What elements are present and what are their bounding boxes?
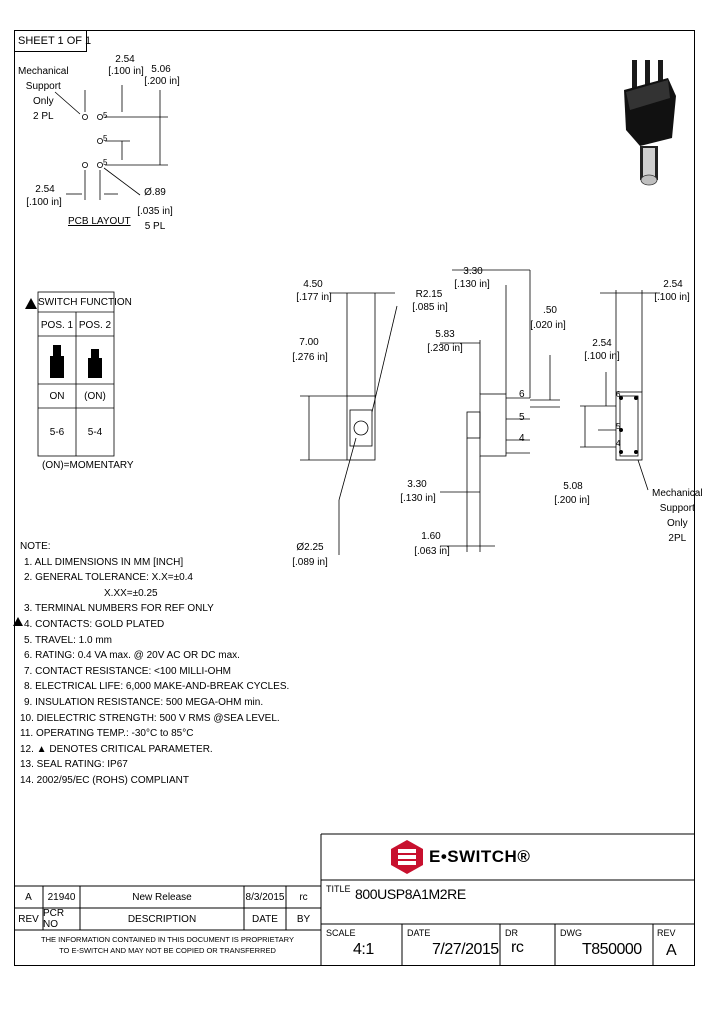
scale-value: 4:1 bbox=[353, 941, 374, 958]
side-e-in: [.130 in] bbox=[400, 493, 436, 504]
proprietary-line-2: TO E-SWITCH AND MAY NOT BE COPIED OR TRA… bbox=[59, 946, 276, 955]
title-value: 800USP8A1M2RE bbox=[355, 886, 466, 902]
pcb-hole-dia: Ø.89 bbox=[144, 187, 166, 198]
front-height-in: [.276 in] bbox=[292, 352, 328, 363]
right-pin-4: 4 bbox=[616, 439, 621, 448]
brand-wordmark: E•SWITCH® bbox=[429, 847, 531, 866]
pcb-hole-dia-in: [.035 in] bbox=[137, 206, 173, 217]
note-item: 13. SEAL RATING: IP67 bbox=[20, 759, 128, 771]
notes-heading: NOTE: bbox=[20, 541, 51, 552]
note-item: 1. ALL DIMENSIONS IN MM [INCH] bbox=[24, 556, 184, 568]
title-label: TITLE bbox=[326, 884, 351, 894]
date-label: DATE bbox=[407, 928, 431, 938]
pcb-pin-number: 5 bbox=[103, 134, 108, 143]
side-c-in: [.020 in] bbox=[530, 320, 566, 331]
note-item: X.XX=±0.25 bbox=[104, 587, 158, 599]
pcr-cell: 21940 bbox=[47, 891, 76, 903]
pcb-mechanical-support-label: Mechanical Support Only 2 PL bbox=[18, 66, 69, 122]
notes-block: NOTE: 1. ALL DIMENSIONS IN MM [INCH] 2. … bbox=[20, 539, 289, 789]
switch-pos2-contacts: 5-4 bbox=[87, 427, 103, 438]
side-pin-4: 4 bbox=[519, 433, 525, 444]
side-e-mm: 3.30 bbox=[407, 479, 427, 490]
description-cell: New Release bbox=[132, 891, 192, 903]
note-item: 12. ▲ DENOTES CRITICAL PARAMETER. bbox=[20, 743, 213, 755]
note-item: 3. TERMINAL NUMBERS FOR REF ONLY bbox=[24, 603, 214, 615]
note-item: 11. OPERATING TEMP.: -30°C to 85°C bbox=[20, 728, 194, 740]
pcb-hole-count: 5 PL bbox=[144, 221, 166, 232]
side-pin-6: 6 bbox=[519, 389, 525, 400]
by-cell: rc bbox=[299, 891, 308, 903]
right-j-mm: 5.08 bbox=[563, 481, 583, 492]
right-pin-5: 5 bbox=[616, 422, 621, 431]
side-a-in: [.130 in] bbox=[454, 279, 490, 290]
side-b-mm: 5.83 bbox=[435, 329, 455, 340]
scale-label: SCALE bbox=[326, 928, 356, 938]
switch-pos1-contacts: 5-6 bbox=[49, 427, 65, 438]
switch-function-footnote: (ON)=MOMENTARY bbox=[42, 460, 134, 471]
description-header: DESCRIPTION bbox=[127, 913, 197, 925]
front-dia-mm: Ø2.25 bbox=[296, 542, 324, 553]
right-j-in: [.200 in] bbox=[554, 495, 590, 506]
front-width-mm: 4.50 bbox=[303, 279, 323, 290]
note-item: 4. CONTACTS: GOLD PLATED bbox=[24, 618, 165, 630]
rev-header: REV bbox=[18, 913, 39, 925]
right-g-in: [.100 in] bbox=[654, 292, 690, 303]
pcb-span-mm: 5.06 bbox=[151, 64, 171, 75]
drawing-sheet bbox=[14, 30, 695, 966]
front-radius-mm: R2.15 bbox=[415, 289, 443, 300]
pcb-layout-label: PCB LAYOUT bbox=[68, 216, 131, 227]
proprietary-line-1: THE INFORMATION CONTAINED IN THIS DOCUME… bbox=[41, 935, 294, 944]
side-f-mm: 1.60 bbox=[421, 531, 441, 542]
sheet-label: SHEET 1 OF 1 bbox=[18, 35, 92, 47]
by-header: BY bbox=[296, 913, 311, 925]
rev-value: A bbox=[666, 942, 677, 959]
side-pin-5: 5 bbox=[519, 412, 525, 423]
side-b-in: [.230 in] bbox=[427, 343, 463, 354]
side-f-in: [.063 in] bbox=[414, 546, 450, 557]
pcr-header: PCR NO bbox=[43, 908, 65, 930]
right-mechanical-support-label: Mechanical Support Only 2PL bbox=[652, 488, 703, 544]
switch-pos2-header: POS. 2 bbox=[78, 320, 112, 331]
switch-pos1-state: ON bbox=[49, 391, 65, 402]
drawn-by-label: DR bbox=[505, 928, 518, 938]
note-item: 10. DIELECTRIC STRENGTH: 500 V RMS @SEA … bbox=[20, 712, 280, 724]
drawn-by-value: rc bbox=[511, 939, 524, 956]
sheet-label-box bbox=[14, 30, 87, 52]
pcb-pin-number: 5 bbox=[103, 111, 108, 120]
pcb-pitch-in: [.100 in] bbox=[108, 66, 144, 77]
front-height-mm: 7.00 bbox=[299, 337, 319, 348]
note-item: 8. ELECTRICAL LIFE: 6,000 MAKE-AND-BREAK… bbox=[24, 681, 290, 693]
note-item: 6. RATING: 0.4 VA max. @ 20V AC OR DC ma… bbox=[24, 650, 240, 662]
pcb-pin-number: 5 bbox=[103, 158, 108, 167]
note-item: 14. 2002/95/EC (ROHS) COMPLIANT bbox=[20, 774, 189, 786]
right-h-mm: 2.54 bbox=[592, 338, 612, 349]
side-a-mm: 3.30 bbox=[463, 266, 483, 277]
pcb-pitch-mm: 2.54 bbox=[115, 54, 135, 65]
dwg-value: T850000 bbox=[582, 941, 642, 958]
rev-label: REV bbox=[657, 928, 676, 938]
date-header: DATE bbox=[252, 913, 278, 925]
note-item: 9. INSULATION RESISTANCE: 500 MEGA-OHM m… bbox=[24, 696, 264, 708]
front-dia-in: [.089 in] bbox=[292, 557, 328, 568]
note-item: 2. GENERAL TOLERANCE: X.X=±0.4 bbox=[24, 572, 193, 584]
pcb-pitch2-mm: 2.54 bbox=[35, 184, 55, 195]
dwg-label: DWG bbox=[560, 928, 582, 938]
note-item: 5. TRAVEL: 1.0 mm bbox=[24, 634, 112, 646]
right-pin-6: 6 bbox=[616, 390, 621, 399]
pcb-span-in: [.200 in] bbox=[144, 76, 180, 87]
rev-cell: A bbox=[25, 891, 32, 903]
right-h-in: [.100 in] bbox=[584, 351, 620, 362]
date-cell: 8/3/2015 bbox=[245, 891, 285, 903]
switch-pos2-state: (ON) bbox=[84, 391, 106, 402]
side-c-mm: .50 bbox=[543, 305, 557, 316]
pcb-pitch2-in: [.100 in] bbox=[26, 197, 62, 208]
front-radius-in: [.085 in] bbox=[412, 302, 448, 313]
right-g-mm: 2.54 bbox=[663, 279, 683, 290]
switch-function-title: SWITCH FUNCTION bbox=[38, 297, 132, 308]
front-width-in: [.177 in] bbox=[296, 292, 332, 303]
switch-pos1-header: POS. 1 bbox=[40, 320, 74, 331]
note-item: 7. CONTACT RESISTANCE: <100 MILLI-OHM bbox=[24, 665, 231, 677]
date-value: 7/27/2015 bbox=[432, 941, 499, 958]
